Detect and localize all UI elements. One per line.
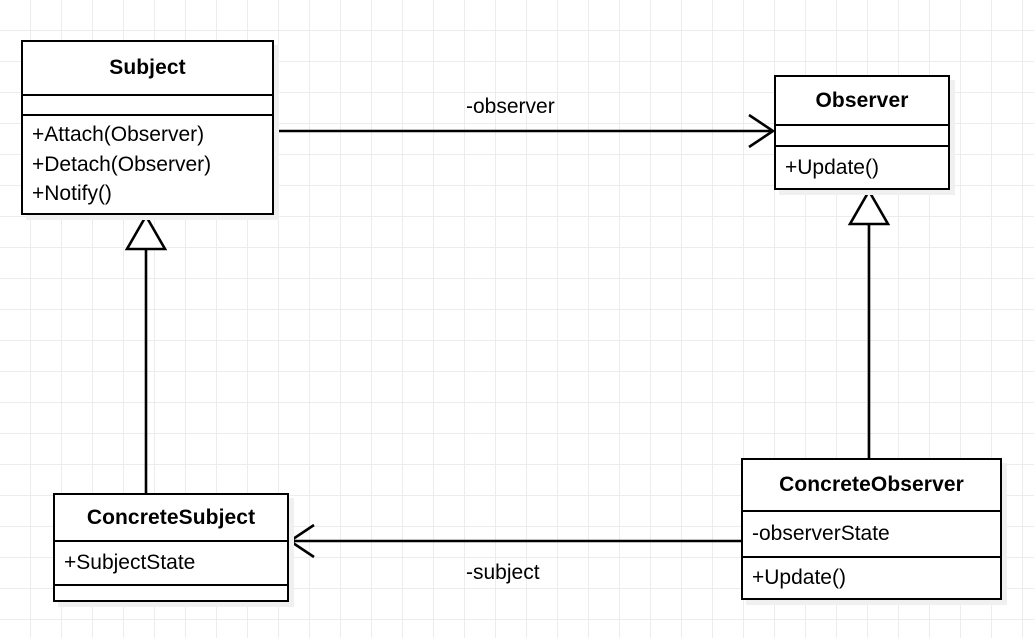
attributes-compartment-subject (23, 94, 272, 114)
class-name-observer: Observer (815, 88, 909, 112)
uml-class-concrete-subject[interactable]: ConcreteSubject +SubjectState (53, 493, 289, 602)
operations-compartment-subject: +Attach(Observer) +Detach(Observer) +Not… (23, 114, 272, 213)
class-name-concrete-observer: ConcreteObserver (779, 473, 964, 496)
operations-compartment-observer: +Update() (776, 145, 948, 188)
open-arrowhead-icon (287, 523, 315, 559)
hollow-triangle-arrowhead-icon (847, 188, 891, 226)
edge-concrete-subject-subject (124, 213, 168, 493)
edge-concrete-observer-observer (847, 188, 891, 458)
class-name-subject: Subject (109, 56, 186, 79)
operations-compartment-concrete-subject (55, 584, 287, 600)
uml-class-subject[interactable]: Subject +Attach(Observer) +Detach(Observ… (21, 40, 274, 215)
operation-item: +Notify() (32, 182, 112, 206)
open-arrowhead-icon (748, 113, 776, 149)
attributes-compartment-concrete-observer: -observerState (743, 510, 1000, 556)
class-name-concrete-subject: ConcreteSubject (86, 505, 256, 529)
operation-item: +Update() (752, 566, 846, 590)
operation-item: +Detach(Observer) (32, 152, 212, 176)
operations-compartment-concrete-observer: +Update() (743, 556, 1000, 598)
operation-item: +Attach(Observer) (32, 122, 205, 146)
operation-item: +Update() (785, 155, 879, 179)
attribute-item: +SubjectState (64, 551, 196, 575)
edge-concrete-observer-concrete-subject (287, 523, 741, 559)
edge-label-observer: -observer (466, 95, 555, 118)
attribute-item: -observerState (752, 522, 890, 546)
attributes-compartment-concrete-subject: +SubjectState (55, 540, 287, 584)
uml-class-concrete-observer[interactable]: ConcreteObserver -observerState +Update(… (741, 458, 1002, 600)
edge-label-subject: -subject (466, 561, 540, 584)
uml-class-observer[interactable]: Observer +Update() (774, 75, 950, 190)
attributes-compartment-observer (776, 124, 948, 145)
edge-subject-observer (274, 113, 776, 149)
hollow-triangle-arrowhead-icon (124, 213, 168, 251)
